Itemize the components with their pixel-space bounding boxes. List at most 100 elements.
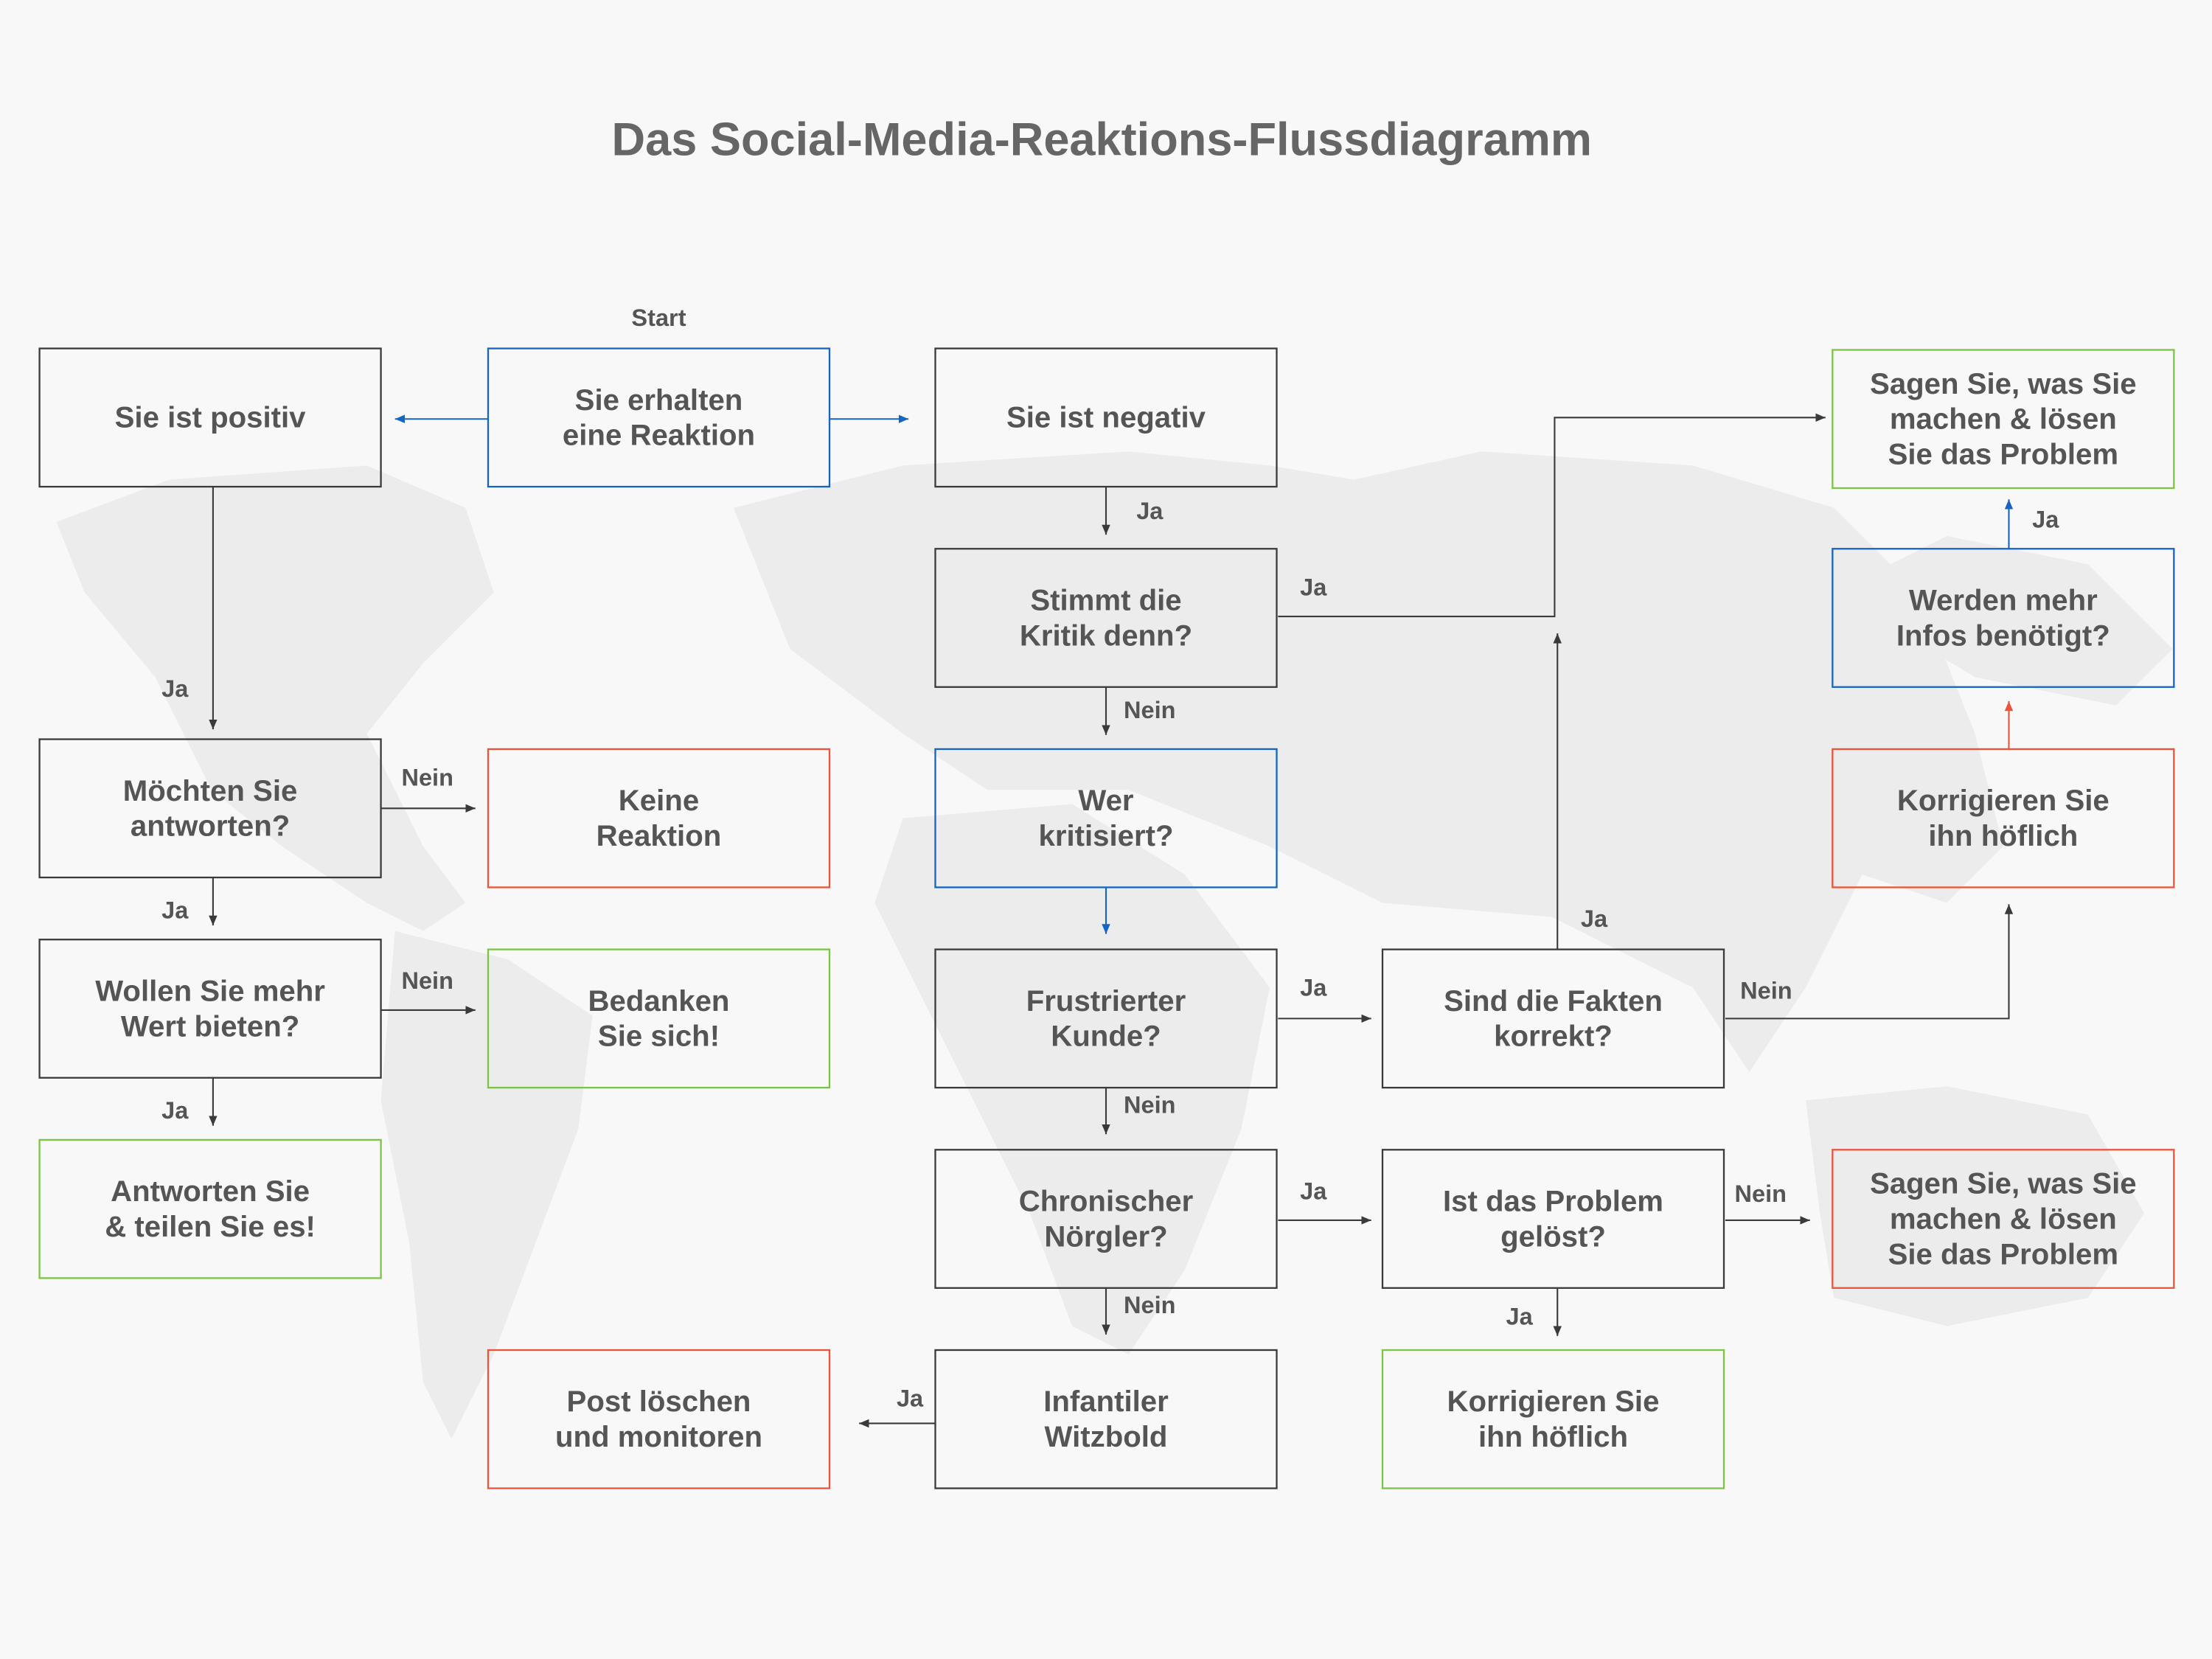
box-border — [38, 738, 382, 879]
edge-label: Ja — [1300, 574, 1327, 600]
box-text: Infos benötigt? — [1896, 619, 2110, 652]
edge-label: Ja — [1506, 1304, 1534, 1330]
edge-label: Ja — [1136, 498, 1164, 524]
edge-label: Nein — [1124, 1092, 1175, 1119]
box-text: antworten? — [131, 810, 290, 843]
edge-label: Ja — [1300, 975, 1327, 1001]
box-border — [934, 347, 1278, 488]
edge-label: Ja — [897, 1385, 924, 1412]
box-text: Infantiler — [1043, 1385, 1169, 1418]
box-text: Möchten Sie — [123, 774, 298, 807]
arrow-fakten-to-korrigieren1 — [1725, 904, 2014, 1020]
box-text: Sie ist negativ — [1006, 401, 1206, 434]
box-text: Nörgler? — [1044, 1220, 1167, 1253]
box-text: ihn höflich — [1478, 1420, 1628, 1453]
box-text: Sagen Sie, was Sie — [1870, 367, 2137, 400]
box-text: Korrigieren Sie — [1897, 784, 2110, 817]
box-border — [934, 948, 1278, 1089]
box-text: Bedanken — [588, 984, 730, 1018]
box-text: Frustrierter — [1026, 984, 1186, 1018]
box-border — [1832, 548, 2175, 688]
box-text: machen & lösen — [1890, 403, 2117, 436]
arrow-stimmt-to-sagen1 — [1278, 413, 1826, 618]
edge-label: Ja — [161, 897, 189, 924]
box-border — [487, 948, 831, 1089]
box-text: Sie sich! — [598, 1020, 720, 1053]
box-text: Kritik denn? — [1020, 619, 1192, 652]
box-text: ihn höflich — [1928, 819, 2078, 852]
box-border — [487, 347, 831, 488]
flow-box-negativ: Sie ist negativ — [934, 347, 1278, 488]
box-text: Ist das Problem — [1443, 1185, 1663, 1218]
box-text: Werden mehr — [1909, 583, 2098, 616]
flow-box-positiv: Sie ist positiv — [38, 347, 382, 488]
box-text: Reaktion — [597, 819, 722, 852]
box-text: Chronischer — [1019, 1185, 1194, 1218]
box-text: Stimmt die — [1030, 583, 1181, 616]
edge-label: Nein — [1124, 697, 1175, 723]
edge-label: Nein — [1124, 1292, 1175, 1318]
box-text: Sagen Sie, was Sie — [1870, 1167, 2137, 1200]
box-border — [1381, 948, 1725, 1089]
box-text: gelöst? — [1500, 1220, 1606, 1253]
flow-box-antworten: Antworten Sie& teilen Sie es! — [38, 1138, 382, 1279]
box-text: Sind die Fakten — [1444, 984, 1663, 1018]
edge-label: Ja — [161, 675, 189, 702]
box-text: Post löschen — [567, 1385, 751, 1418]
box-text: korrekt? — [1494, 1020, 1613, 1053]
edges: JaJaJaNeinJaNeinJaNeinJaNeinJaNeinJaJaNe… — [161, 413, 2059, 1428]
box-text: Wer — [1078, 784, 1134, 817]
box-text: eine Reaktion — [563, 419, 755, 452]
box-border — [1381, 1349, 1725, 1489]
box-text: Korrigieren Sie — [1447, 1385, 1660, 1418]
box-text: Keine — [619, 784, 699, 817]
box-text: Witzbold — [1045, 1420, 1168, 1453]
page-title: Das Social-Media-Reaktions-Flussdiagramm — [612, 114, 1593, 165]
box-border — [38, 939, 382, 1079]
edge-label: Nein — [1735, 1180, 1787, 1207]
box-text: und monitoren — [555, 1420, 762, 1453]
box-border — [1832, 1149, 2175, 1289]
box-border — [1832, 349, 2175, 490]
box-text: & teilen Sie es! — [105, 1210, 316, 1243]
edge-label: Nein — [401, 765, 453, 791]
box-border — [38, 1138, 382, 1279]
edge-label: Nein — [1740, 978, 1792, 1004]
box-border — [934, 548, 1278, 688]
start-label: Start — [631, 305, 686, 331]
box-text: Kunde? — [1051, 1020, 1161, 1053]
box-border — [934, 748, 1278, 888]
box-text: Sie ist positiv — [115, 401, 307, 434]
box-border — [1832, 748, 2175, 888]
box-text: machen & lösen — [1890, 1202, 2117, 1235]
box-text: Sie erhalten — [575, 383, 743, 417]
box-text: kritisiert? — [1038, 819, 1173, 852]
box-text: Sie das Problem — [1888, 437, 2118, 470]
box-border — [1381, 1149, 1725, 1289]
edge-label: Ja — [161, 1097, 189, 1124]
edge-label: Ja — [1581, 905, 1608, 932]
box-border — [934, 1149, 1278, 1289]
box-border — [934, 1349, 1278, 1489]
box-text: Sie das Problem — [1888, 1237, 2118, 1270]
box-border — [487, 748, 831, 888]
world-map-background — [56, 451, 2173, 1439]
box-text: Wollen Sie mehr — [95, 974, 325, 1007]
